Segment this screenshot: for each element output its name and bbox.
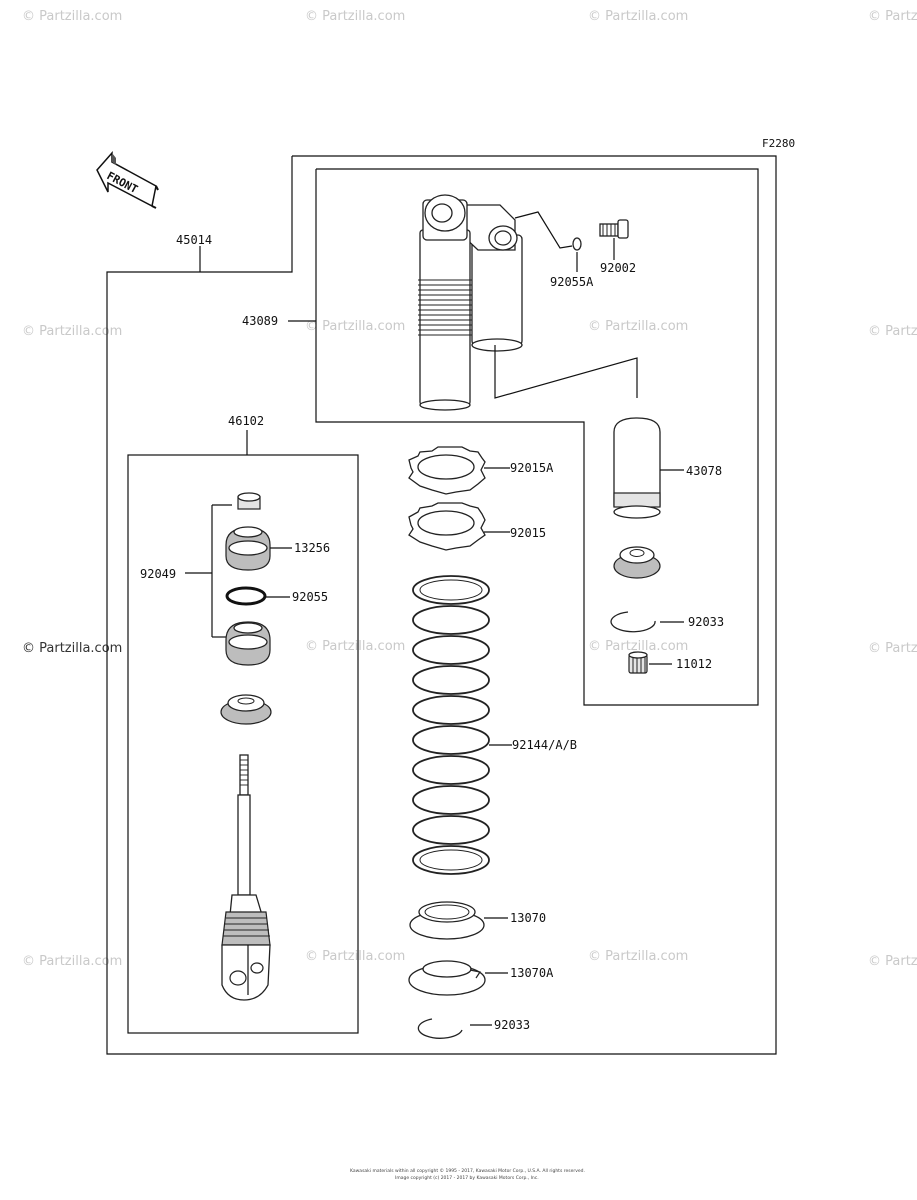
assembly-box-43089 [315,168,759,706]
valve-cap-11012 [628,651,648,674]
reservoir-cap [613,546,661,579]
callout-13256: 13256 [294,541,330,555]
bushing-lower [225,621,271,666]
callout-13070: 13070 [510,911,546,925]
watermark: © Partzilla.com [588,319,688,334]
watermark: © Partzilla.com [22,324,122,339]
spring-seat-13070 [409,901,485,940]
callout-43078: 43078 [686,464,722,478]
watermark: © Partzilla.com [305,639,405,654]
watermark: © Partzilla.com [305,949,405,964]
damper-rod [221,754,271,1001]
small-oring-92055A [572,237,582,251]
circlip-92033-lower [417,1018,463,1039]
callout-92002: 92002 [600,261,636,275]
locknut-92015 [408,502,486,551]
watermark: © Partzilla.com [22,9,122,24]
callout-92015A: 92015A [510,461,554,475]
bushing-13256 [225,526,271,571]
watermark: © Partzilla.com [588,639,688,654]
watermark: © Partzilla.com [305,319,405,334]
coil-spring-92144 [412,575,490,875]
callout-43089: 43089 [242,314,278,328]
nut [237,492,261,510]
callout-92033-upper: 92033 [688,615,724,629]
watermark: © Partzilla.com [588,9,688,24]
footer-copyright-1: Kawasaki materials within all copyright … [350,1167,585,1174]
figure-code: F2280 [762,137,795,150]
watermark: © Partzilla.com [868,9,917,24]
watermark: © Partzilla.com [22,641,122,656]
callout-92015: 92015 [510,526,546,540]
watermark-grid: © Partzilla.com © Partzilla.com © Partzi… [22,9,917,969]
locknut-92015A [408,446,486,495]
watermark: © Partzilla.com [868,641,917,656]
watermark: © Partzilla.com [868,954,917,969]
shock-body [418,194,523,411]
callout-92055A: 92055A [550,275,594,289]
spring-stopper-13070A [408,960,486,996]
footer-copyright-2: Image copyright (c) 2017 - 2017 by Kawas… [395,1175,539,1181]
callout-92033-lower: 92033 [494,1018,530,1032]
assembly-box-46102 [127,454,359,1034]
bolt-92002 [599,219,629,239]
bump-seat [220,694,272,725]
watermark: © Partzilla.com [868,324,917,339]
circlip-92033-upper [610,611,656,633]
assembly-box-45014 [106,155,777,1055]
callout-11012: 11012 [676,657,712,671]
watermark: © Partzilla.com [588,949,688,964]
callout-92144: 92144/A/B [512,738,577,752]
callout-92049: 92049 [140,567,176,581]
callout-46102: 46102 [228,414,264,428]
watermark: © Partzilla.com [305,9,405,24]
watermark: © Partzilla.com [22,954,122,969]
bladder-43078 [613,417,661,519]
callout-13070A: 13070A [510,966,554,980]
callout-92055: 92055 [292,590,328,604]
front-arrow-icon: FRONT [96,151,159,209]
callout-45014: 45014 [176,233,212,247]
oring-92055 [225,586,267,606]
